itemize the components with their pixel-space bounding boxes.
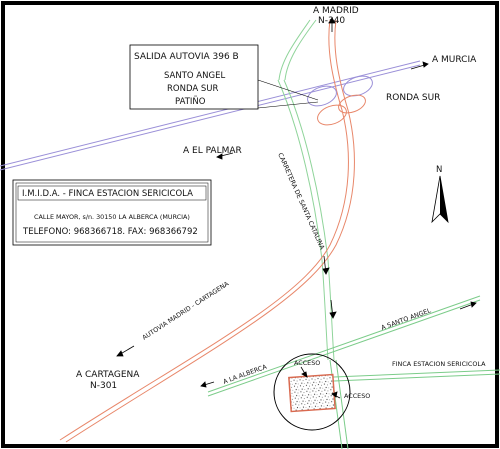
label-acceso-top: ACCESO [294,359,320,367]
exit-box-line-3: PATIÑO [175,96,206,107]
carretera-santa-catalina-road [277,19,335,361]
imida-title: I.M.I.D.A. - FINCA ESTACION SERICICOLA [22,189,193,199]
exit-info-box: SALIDA AUTOVIA 396 B SANTO ANGEL RONDA S… [129,44,259,110]
ronda-sur-road [0,60,421,171]
exit-box-line-2: RONDA SUR [167,84,218,94]
label-cartagena: A CARTAGENA [76,370,140,380]
exit-box-title: SALIDA AUTOVIA 396 B [134,52,239,62]
imida-phone: TELEFONO: 968366718. FAX: 968366792 [22,227,198,237]
svg-text:N: N [436,165,442,175]
imida-address: CALLE MAYOR, s/n. 30150 LA ALBERCA (MURC… [34,213,190,221]
label-ronda-sur: RONDA SUR [386,93,440,103]
label-murcia: A MURCIA [432,55,477,65]
direction-arrows [116,17,477,399]
label-el-palmar: A EL PALMAR [183,146,242,156]
exit-box-line-1: SANTO ANGEL [164,71,225,81]
label-cartagena-road: N-301 [90,381,117,391]
finca-highlight-circle [273,353,351,431]
label-acceso-right: ACCESO [344,392,370,400]
finca-plot [288,373,336,413]
autovia-madrid-cartagena-road [59,19,355,443]
label-finca: FINCA ESTACION SERICICOLA [392,360,486,368]
north-arrow-icon: N [431,165,449,224]
imida-info-box: I.M.I.D.A. - FINCA ESTACION SERICICOLA C… [12,179,212,246]
cloverleaf-interchange [307,75,373,126]
label-madrid: A MADRID [313,6,359,16]
